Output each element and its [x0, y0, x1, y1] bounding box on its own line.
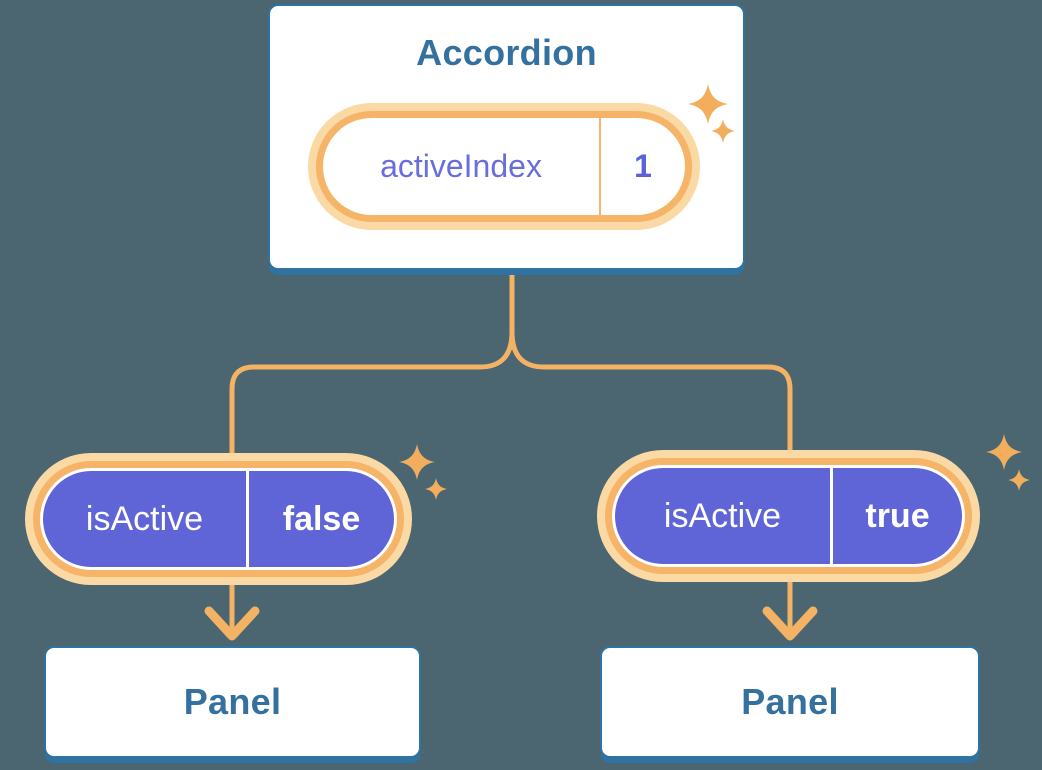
prop-value: true [830, 468, 962, 564]
panel-title: Panel [183, 681, 282, 722]
sparkle-icon [399, 444, 435, 480]
state-pill: activeIndex 1 [316, 111, 692, 222]
sparkle-icon [425, 478, 447, 500]
state-label: activeIndex [380, 148, 542, 184]
left-prop-pill: isActive false [40, 468, 397, 570]
connector-right-branch [509, 269, 793, 637]
panel-title: Panel [741, 681, 839, 722]
sparkle-icon [986, 434, 1022, 470]
accordion-title: Accordion [416, 32, 597, 73]
prop-value: false [246, 471, 394, 567]
accordion-card: Accordion activeIndex 1 [268, 4, 745, 270]
prop-label: isActive [663, 496, 782, 535]
sparkle-icon [688, 84, 728, 124]
sparkle-icon [711, 119, 735, 143]
arrow-down-icon [204, 606, 260, 641]
sparkle-icon [1008, 469, 1030, 491]
arrow-down-icon [762, 606, 818, 641]
prop-label: isActive [85, 499, 204, 538]
panel-card-right: Panel [600, 646, 980, 758]
state-value: 1 [599, 118, 685, 215]
panel-card-left: Panel [44, 646, 421, 758]
connector-left-branch [229, 269, 515, 637]
right-prop-pill: isActive true [612, 465, 965, 567]
